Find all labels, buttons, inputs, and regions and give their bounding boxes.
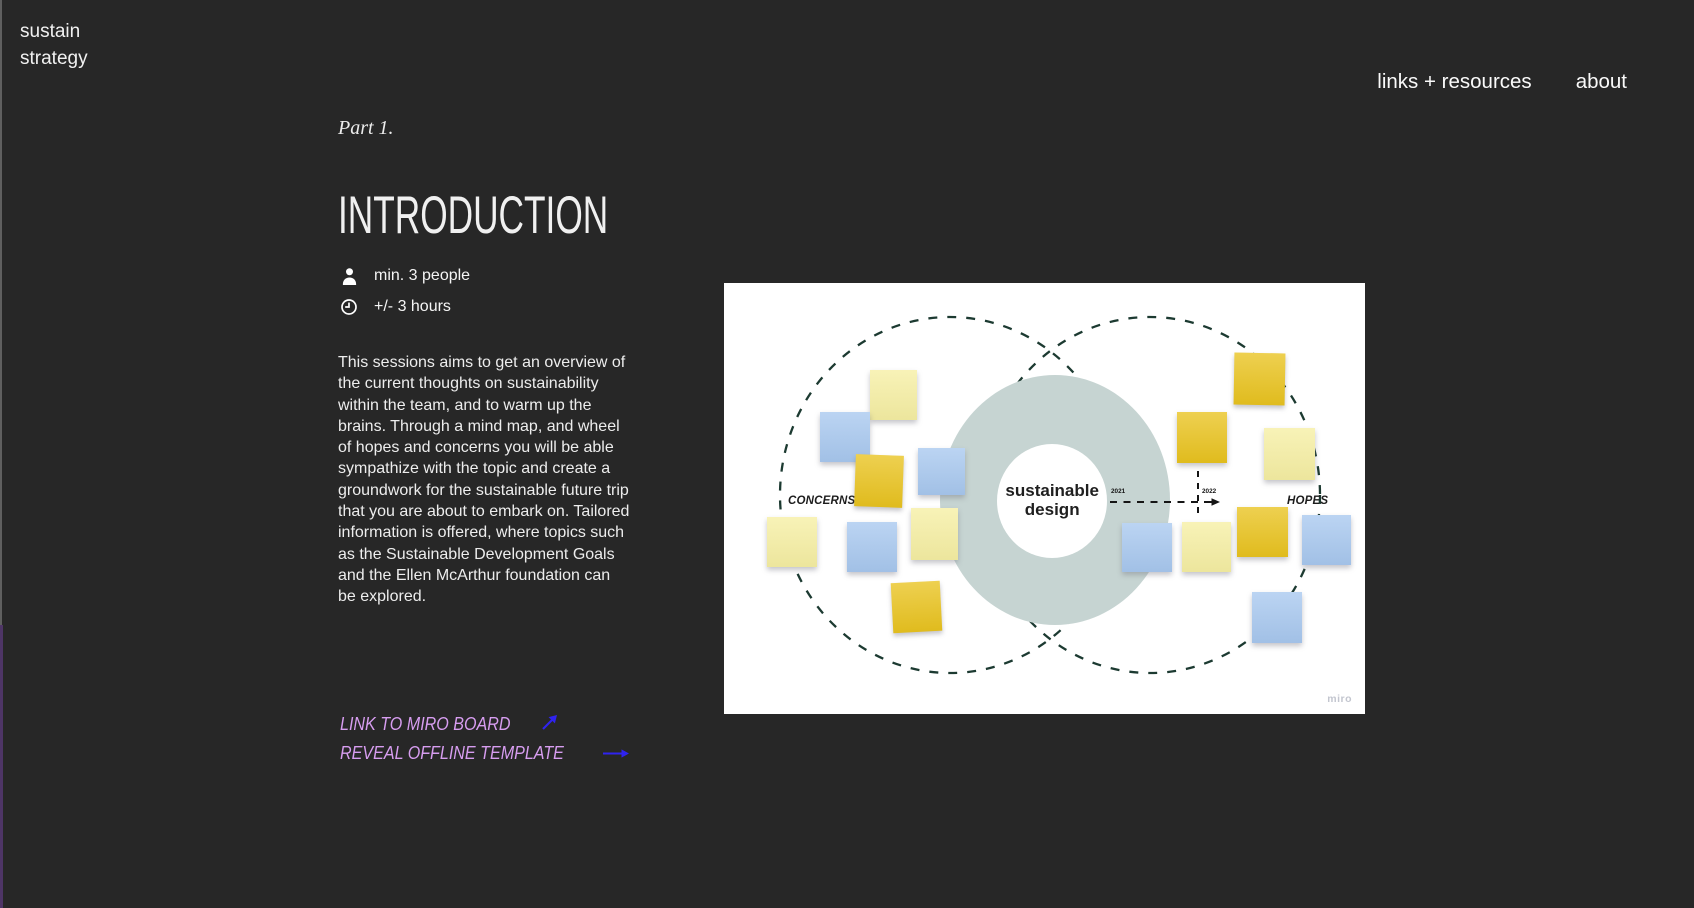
- sticky-note: [1263, 427, 1316, 481]
- top-nav: links + resources about: [1377, 70, 1627, 94]
- action-links: LINK TO MIRO BOARD REVEAL OFFLINE TEMPLA…: [340, 712, 630, 772]
- meta-duration-text: +/- 3 hours: [374, 298, 451, 315]
- meta-duration-row: +/- 3 hours: [340, 296, 470, 318]
- arrow-up-right-icon: [540, 712, 560, 737]
- hopes-zone-label: HOPES: [1287, 495, 1328, 507]
- sticky-note: [1182, 522, 1232, 573]
- hopes-dashed-circle: [978, 315, 1322, 675]
- hopes-concerns-venn-diagram: 2021 2022 CONCERNS HOPES: [778, 315, 1328, 675]
- sticky-note: [1122, 523, 1173, 573]
- person-icon: [340, 266, 358, 286]
- timeline-arrowhead: [1211, 498, 1220, 506]
- reveal-template-link[interactable]: REVEAL OFFLINE TEMPLATE: [340, 742, 630, 772]
- site-logo-line1: sustain: [20, 21, 81, 42]
- sticky-note: [847, 522, 898, 573]
- clock-icon: [340, 297, 358, 317]
- sticky-notes-layer: [724, 283, 1365, 714]
- sticky-note: [820, 411, 871, 462]
- sticky-note: [870, 370, 917, 421]
- sticky-note: [890, 580, 942, 634]
- site-logo-line2: strategy: [20, 48, 88, 69]
- arrow-right-icon: [602, 746, 630, 766]
- center-label-line1: sustainable: [1005, 480, 1099, 500]
- miro-board-link-label: LINK TO MIRO BOARD: [340, 713, 511, 734]
- year-left-label: 2021: [1111, 488, 1126, 495]
- nav-about[interactable]: about: [1575, 70, 1627, 93]
- left-edge-purple-line: [0, 625, 3, 908]
- intro-section: Part 1. INTRODUCTION min. 3 people: [338, 0, 648, 908]
- sticky-note: [1236, 507, 1289, 558]
- sticky-note: [911, 507, 958, 561]
- intro-paragraph: This sessions aims to get an overview of…: [338, 354, 630, 606]
- site-logo[interactable]: sustain strategy: [20, 18, 88, 72]
- center-label: sustainable design: [1005, 481, 1099, 519]
- sticky-note: [766, 517, 817, 568]
- meta-people-row: min. 3 people: [340, 265, 470, 287]
- reveal-template-link-label: REVEAL OFFLINE TEMPLATE: [340, 742, 564, 763]
- concerns-zone-label: CONCERNS: [788, 495, 856, 507]
- page-title: INTRODUCTION: [338, 186, 609, 245]
- sticky-note: [1177, 411, 1228, 463]
- center-label-line2: design: [1024, 499, 1080, 519]
- sticky-note: [1233, 352, 1286, 406]
- miro-watermark: miro: [1327, 693, 1352, 705]
- nav-links-resources[interactable]: links + resources: [1377, 70, 1532, 93]
- center-donut-hole: [997, 444, 1107, 558]
- miro-board-link[interactable]: LINK TO MIRO BOARD: [340, 712, 630, 742]
- part-label: Part 1.: [338, 117, 394, 139]
- sticky-note: [1302, 514, 1351, 565]
- sticky-note: [853, 454, 904, 508]
- miro-board-image: 2021 2022 CONCERNS HOPES sustainable des…: [724, 283, 1365, 714]
- sticky-note: [918, 448, 965, 496]
- session-meta: min. 3 people +/- 3 hours: [340, 265, 470, 327]
- year-right-label: 2022: [1202, 488, 1217, 495]
- meta-people-text: min. 3 people: [374, 267, 471, 284]
- left-edge-line: [0, 0, 2, 625]
- sticky-note: [1252, 592, 1303, 643]
